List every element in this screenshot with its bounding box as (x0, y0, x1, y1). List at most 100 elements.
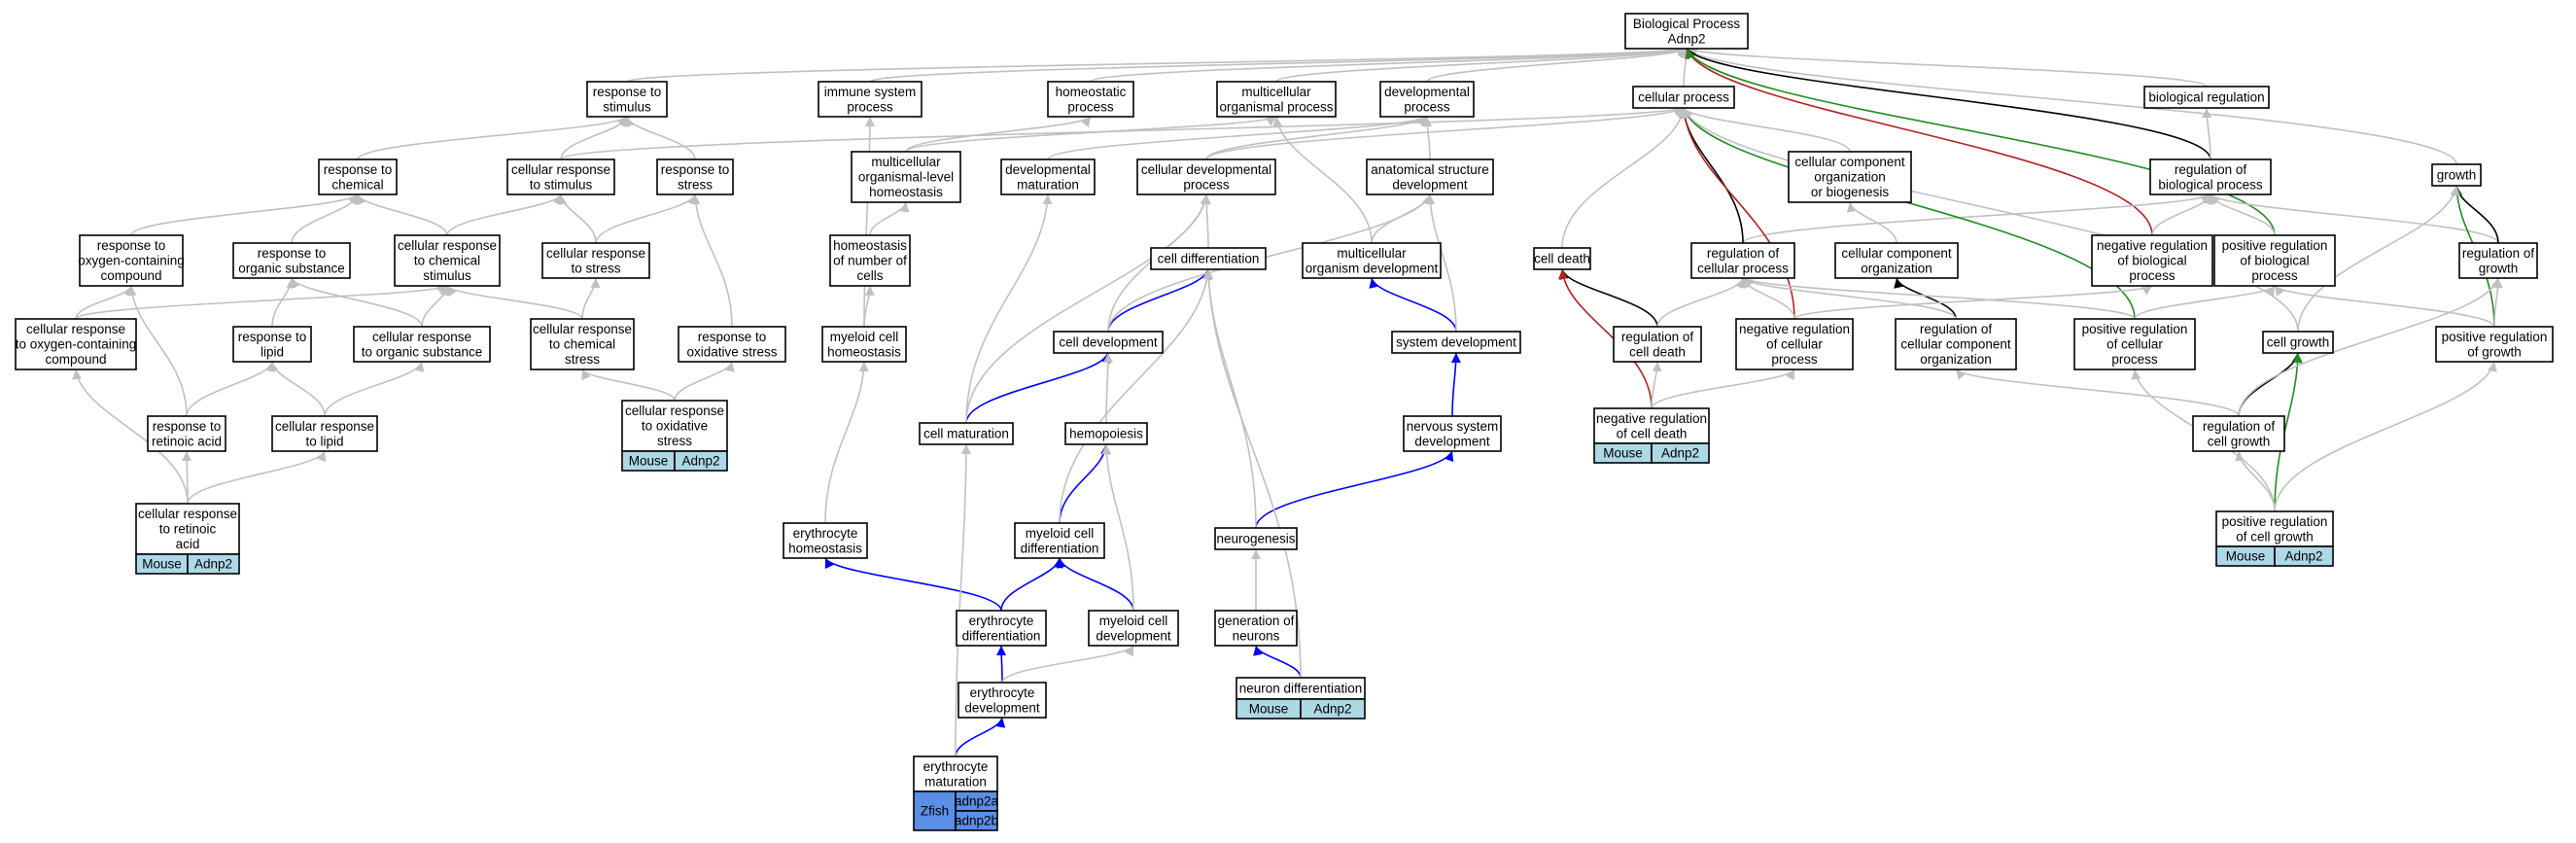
go-term-node-cdev[interactable]: cell development (1053, 331, 1164, 354)
edge-part_of-ed-to-eh (824, 557, 1002, 612)
go-term-node-cmat[interactable]: cell maturation (919, 422, 1014, 445)
relation-edge (1681, 48, 1691, 88)
gene-name[interactable]: adnp2a (955, 794, 999, 809)
relation-edge (1742, 277, 1957, 320)
go-term-box (271, 415, 378, 452)
edge-negatively_regulates-nrbp-to-bp (1685, 48, 2153, 236)
go-term-node-breg[interactable]: biological regulation (2143, 86, 2270, 109)
relation-edge (75, 285, 448, 320)
go-term-node-growth[interactable]: growth (2431, 163, 2482, 187)
gene-name[interactable]: adnp2b (955, 814, 998, 828)
edge-is_a-growth-to-bp (1686, 48, 2457, 165)
go-term-box (2215, 510, 2334, 547)
go-term-label: response to (324, 162, 393, 177)
gene-name[interactable]: Adnp2 (194, 557, 232, 572)
relation-edge (1047, 116, 1428, 160)
go-term-box (232, 326, 312, 363)
edge-is_a-crtcst-to-crtcs (446, 285, 583, 320)
relation-edge (126, 285, 188, 417)
go-term-box (1895, 318, 2017, 370)
go-term-node-sysdev[interactable]: system development (1391, 331, 1521, 354)
go-term-box (2435, 326, 2554, 363)
edge-is_a-mop-to-bp (1275, 48, 1688, 83)
relation-edge (1203, 268, 1302, 679)
go-term-box (956, 610, 1047, 647)
relation-edge (1001, 645, 1134, 684)
go-term-node-cp[interactable]: cellular process (1632, 86, 1735, 109)
relation-edge (356, 193, 448, 236)
go-term-label: cellular response (511, 162, 610, 177)
gene-name[interactable]: Adnp2 (1661, 446, 1699, 461)
go-term-node-cgrowth[interactable]: cell growth (2262, 331, 2334, 354)
go-term-label: process (1404, 99, 1450, 114)
relation-edge (869, 201, 910, 236)
relation-edge (421, 285, 452, 328)
go-term-node-cdiff[interactable]: cell differentiation (1150, 247, 1267, 270)
go-term-label: regulation of (2462, 246, 2535, 261)
gene-name[interactable]: Adnp2 (681, 454, 719, 469)
go-term-node-neurog[interactable]: neurogenesis (1214, 527, 1298, 550)
gene-name[interactable]: Adnp2 (1313, 702, 1351, 717)
go-term-box (586, 81, 668, 118)
go-term-label: of cell death (1617, 426, 1688, 440)
gene-name[interactable]: Adnp2 (2284, 549, 2322, 564)
go-term-node-ndiff[interactable]: neuron differentiation (1236, 677, 1366, 700)
go-term-node-hemo[interactable]: hemopoiesis (1064, 422, 1148, 445)
go-term-node-cdeath[interactable]: cell death (1533, 247, 1591, 270)
